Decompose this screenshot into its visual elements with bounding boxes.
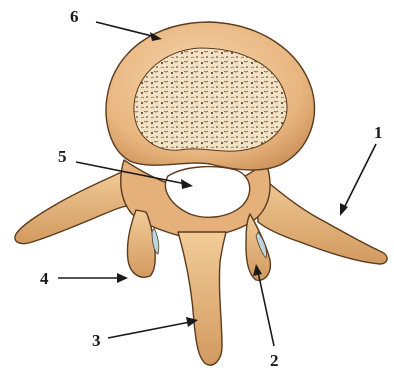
spinous-process: [178, 232, 226, 365]
left-transverse-process: [15, 168, 138, 244]
arrowhead-1: [340, 203, 348, 216]
callout-label-2: 2: [270, 351, 279, 370]
leader-line-2: [258, 272, 274, 346]
leader-line-6: [96, 22, 156, 37]
callout-label-3: 3: [92, 331, 101, 350]
arrowhead-4: [117, 273, 128, 283]
callout-label-5: 5: [58, 147, 67, 166]
callout-label-4: 4: [40, 269, 49, 288]
leader-line-3: [108, 322, 190, 338]
callout-label-1: 1: [374, 123, 383, 142]
callout-label-6: 6: [70, 7, 79, 26]
right-transverse-process: [256, 172, 387, 264]
leader-line-1: [344, 144, 376, 208]
